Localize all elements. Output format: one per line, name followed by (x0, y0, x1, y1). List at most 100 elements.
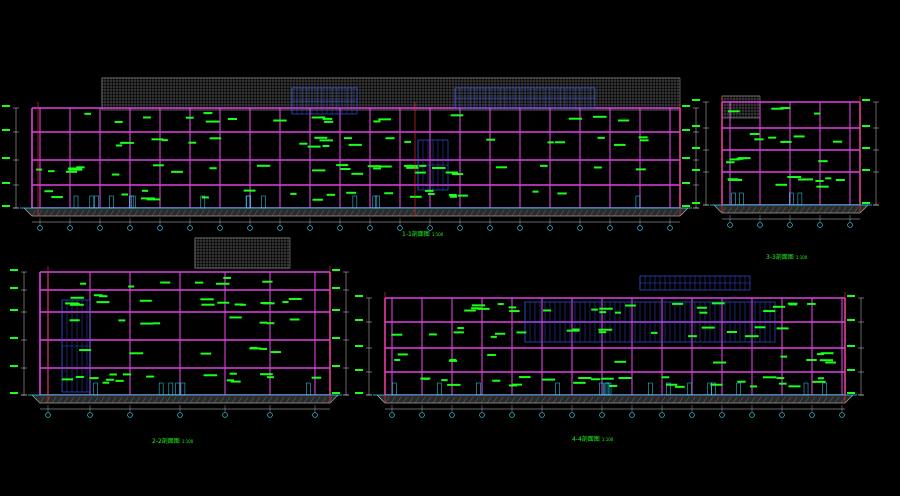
section-3-title: 3-3剖面图 (766, 254, 794, 261)
earth-hatch-line (769, 206, 775, 214)
annotation-tag (115, 379, 124, 382)
earth-hatch-line (649, 209, 655, 217)
annotation-tag (519, 376, 531, 379)
earth-hatch-line (546, 396, 552, 404)
earth-hatch-line (265, 209, 271, 217)
annotation-tag (397, 353, 408, 356)
earth-hatch-line (474, 396, 480, 404)
annotation-tag (406, 166, 419, 169)
annotation-tag (312, 169, 326, 172)
earth-hatch-line (99, 396, 105, 404)
annotation-tag (346, 191, 357, 194)
door-opening (555, 382, 560, 396)
annotation-tag (727, 110, 740, 113)
earth-hatch-line (768, 396, 774, 404)
earth-hatch-line (841, 206, 847, 214)
annotation-tag (516, 331, 527, 334)
earth-hatch-line (721, 206, 727, 214)
annotation-tag (557, 192, 567, 195)
earth-hatch-line (499, 209, 505, 217)
foundation-outline (713, 204, 869, 214)
earth-hatch-line (582, 396, 588, 404)
earth-hatch-line (39, 396, 45, 404)
earth-hatch-line (637, 209, 643, 217)
annotation-tag (744, 335, 759, 338)
elevation-tag (10, 392, 18, 394)
earth-hatch-line (403, 209, 409, 217)
door-opening (158, 382, 164, 396)
earth-hatch-line (576, 396, 582, 404)
axis-bubble (457, 225, 463, 231)
elevation-tag (2, 105, 10, 107)
annotation-tag (590, 378, 601, 381)
earth-hatch-line (792, 396, 798, 404)
annotation-tag (618, 119, 630, 122)
earth-hatch-line (273, 396, 279, 404)
annotation-tag (282, 301, 289, 304)
annotation-tag (793, 135, 805, 138)
annotation-tag (96, 301, 110, 304)
annotation-tag (120, 141, 134, 144)
annotation-tag (448, 193, 457, 196)
annotation-tag (817, 377, 824, 380)
annotation-tag (299, 142, 308, 145)
annotation-tag (614, 311, 621, 314)
earth-hatch-line (73, 209, 79, 217)
earth-hatch-line (213, 396, 219, 404)
annotation-tag (201, 196, 209, 199)
annotation-tag (378, 118, 391, 121)
elevation-tag (862, 169, 870, 171)
annotation-tag (114, 120, 123, 123)
annotation-tag (44, 190, 54, 193)
annotation-tag (780, 107, 791, 110)
annotation-tag (592, 115, 607, 118)
annotation-tag (146, 375, 155, 378)
earth-hatch-line (145, 209, 151, 217)
annotation-tag (311, 116, 322, 119)
annotation-tag (273, 119, 287, 122)
axis-bubble (419, 412, 425, 418)
earth-hatch-line (463, 209, 469, 217)
annotation-tag (497, 303, 504, 306)
earth-hatch-line (528, 396, 534, 404)
earth-hatch-line (321, 396, 327, 404)
earth-hatch-line (123, 396, 129, 404)
annotation-tag (614, 360, 627, 363)
axis-bubble (127, 225, 133, 231)
earth-hatch-line (799, 206, 805, 214)
earth-hatch-line (55, 209, 61, 217)
earth-hatch-line (307, 209, 313, 217)
annotation-tag (509, 310, 520, 313)
annotation-tag (495, 166, 507, 169)
elevation-tag (332, 365, 340, 367)
earth-hatch-line (811, 206, 817, 214)
annotation-tag (151, 138, 164, 141)
axis-bubble (177, 412, 183, 418)
annotation-tag (185, 116, 194, 119)
annotation-tag (153, 164, 164, 167)
axis-bubble (727, 222, 733, 228)
earth-hatch-line (397, 209, 403, 217)
annotation-tag (431, 166, 446, 169)
annotation-tag (763, 310, 776, 313)
annotation-tag (494, 332, 506, 335)
earth-hatch-line (847, 206, 853, 214)
earth-hatch-line (690, 396, 696, 404)
annotation-tag (825, 361, 836, 364)
annotation-tag (492, 379, 501, 382)
annotation-tag (832, 140, 843, 143)
annotation-tag (70, 303, 80, 306)
earth-hatch-line (840, 396, 846, 404)
annotation-tag (425, 189, 434, 192)
earth-hatch-line (666, 396, 672, 404)
door-opening (109, 195, 114, 209)
annotation-tag (593, 166, 602, 169)
earth-hatch-line (553, 209, 559, 217)
door-opening (261, 195, 266, 209)
earth-hatch-line (391, 209, 397, 217)
earth-hatch-line (415, 209, 421, 217)
earth-hatch-line (744, 396, 750, 404)
annotation-tag (98, 295, 108, 298)
annotation-tag (818, 160, 828, 163)
